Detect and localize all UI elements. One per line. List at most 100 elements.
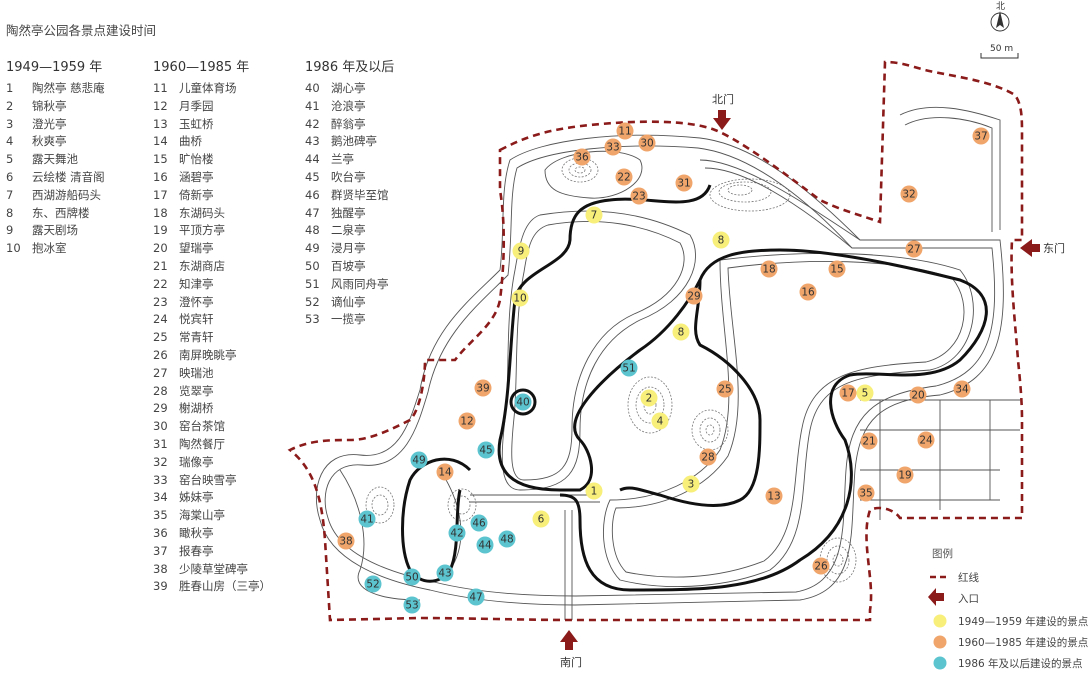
marker-dot xyxy=(799,283,817,301)
scenic-spot-marker: 22 xyxy=(615,168,633,186)
marker-dot xyxy=(512,242,530,260)
marker-number: 25 xyxy=(718,384,731,396)
north-gate-arrow-icon xyxy=(713,110,731,130)
spot-number: 19 xyxy=(153,223,168,238)
scenic-spot-marker: 33 xyxy=(604,138,622,156)
spot-list-item: 35 海棠山亭 xyxy=(153,507,271,525)
spot-name: 窑台映雪亭 xyxy=(179,472,237,487)
spot-number: 35 xyxy=(153,508,168,523)
spot-name: 陶然亭 慈悲庵 xyxy=(32,81,105,95)
marker-number: 17 xyxy=(841,388,854,400)
scenic-spot-marker: 48 xyxy=(498,530,516,548)
hill-contours xyxy=(365,157,857,583)
spot-number: 9 xyxy=(6,223,14,238)
marker-number: 42 xyxy=(450,528,463,540)
marker-number: 39 xyxy=(476,383,489,395)
marker-dot xyxy=(403,568,421,586)
marker-number: 47 xyxy=(469,592,482,604)
spot-name: 澄怀亭 xyxy=(179,294,214,309)
spot-number: 49 xyxy=(305,241,320,256)
marker-number: 52 xyxy=(366,579,379,591)
compass-north-label: 北 xyxy=(996,1,1005,12)
marker-number: 12 xyxy=(460,416,473,428)
marker-dot xyxy=(476,536,494,554)
lake-island xyxy=(509,388,537,416)
gate-south: 南门 xyxy=(560,630,582,669)
marker-dot xyxy=(953,380,971,398)
marker-number: 5 xyxy=(862,388,869,400)
gate-south-label: 南门 xyxy=(560,655,582,669)
spot-number: 33 xyxy=(153,472,168,487)
scenic-spot-marker: 20 xyxy=(909,386,927,404)
scenic-spot-marker: 49 xyxy=(410,451,428,469)
marker-dot xyxy=(585,206,603,224)
marker-dot xyxy=(651,412,669,430)
marker-number: 10 xyxy=(513,293,526,305)
spot-number: 39 xyxy=(153,579,168,594)
spot-name: 锦秋亭 xyxy=(32,98,67,113)
spot-number: 8 xyxy=(6,205,14,220)
spot-name: 玉虹桥 xyxy=(179,116,214,131)
east-gate-arrow-icon xyxy=(1020,239,1040,257)
spot-number: 3 xyxy=(6,116,14,131)
scenic-spot-marker: 19 xyxy=(896,466,914,484)
marker-number: 8 xyxy=(718,235,725,247)
scale-bar: 50 m xyxy=(980,44,1019,59)
scenic-spot-marker: 50 xyxy=(403,568,421,586)
gate-north: 北门 xyxy=(712,92,734,130)
red-boundary-line xyxy=(287,60,1024,622)
spot-name: 倚新亭 xyxy=(179,187,214,202)
spot-number: 47 xyxy=(305,205,320,220)
spot-number: 12 xyxy=(153,98,168,113)
scenic-spot-marker: 39 xyxy=(474,379,492,397)
spot-name: 南屏晚眺亭 xyxy=(179,347,237,362)
scenic-spot-marker: 34 xyxy=(953,380,971,398)
spot-name: 海棠山亭 xyxy=(179,508,225,523)
marker-dot xyxy=(896,466,914,484)
marker-number: 32 xyxy=(902,189,915,201)
marker-dot xyxy=(511,289,529,307)
scenic-spot-marker: 53 xyxy=(403,596,421,614)
spot-name: 旷怡楼 xyxy=(179,152,214,167)
scenic-spot-marker: 14 xyxy=(436,463,454,481)
marker-number: 16 xyxy=(801,287,815,299)
marker-dot xyxy=(900,185,918,203)
spot-number: 45 xyxy=(305,169,320,184)
scenic-spot-marker: 7 xyxy=(585,206,603,224)
marker-dot xyxy=(905,240,923,258)
legend-period3-label: 1986 年及以后建设的景点 xyxy=(958,658,1083,670)
marker-number: 18 xyxy=(762,264,775,276)
marker-number: 6 xyxy=(538,514,545,526)
legend-period1-label: 1949—1959 年建设的景点 xyxy=(958,616,1088,628)
spot-number: 40 xyxy=(305,81,320,95)
marker-number: 36 xyxy=(575,152,589,164)
spot-name: 望瑞亭 xyxy=(179,241,214,256)
scenic-spot-marker: 43 xyxy=(436,564,454,582)
scenic-spot-marker: 23 xyxy=(630,187,648,205)
scenic-spot-marker: 2 xyxy=(640,389,658,407)
scenic-spot-marker: 45 xyxy=(477,441,495,459)
marker-number: 14 xyxy=(438,467,452,479)
spot-name: 涵碧亭 xyxy=(179,169,214,184)
marker-dot xyxy=(474,379,492,397)
period-heading: 1986 年及以后 xyxy=(305,60,395,75)
marker-dot xyxy=(585,482,603,500)
scenic-spot-marker: 5 xyxy=(856,384,874,402)
marker-number: 40 xyxy=(516,397,529,409)
